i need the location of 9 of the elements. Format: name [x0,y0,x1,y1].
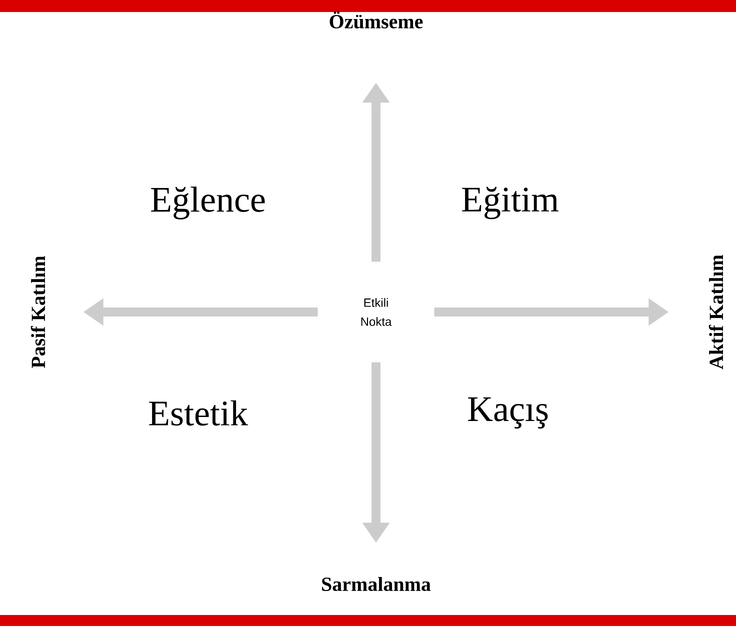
axis-label: Pasif Katılım [30,256,46,368]
center-label: Etkili Nokta [361,298,392,326]
axis-label: Aktif Katılım [708,254,724,370]
quadrant-label: Kaçış [468,397,548,429]
quadrant-label: Eğitim [462,186,558,220]
axis-label: Özümseme [330,12,423,28]
quadrant-label: Eğlence [151,186,265,220]
quadrant-label: Estetik [149,400,248,426]
axis-label: Sarmalanma [322,576,431,592]
